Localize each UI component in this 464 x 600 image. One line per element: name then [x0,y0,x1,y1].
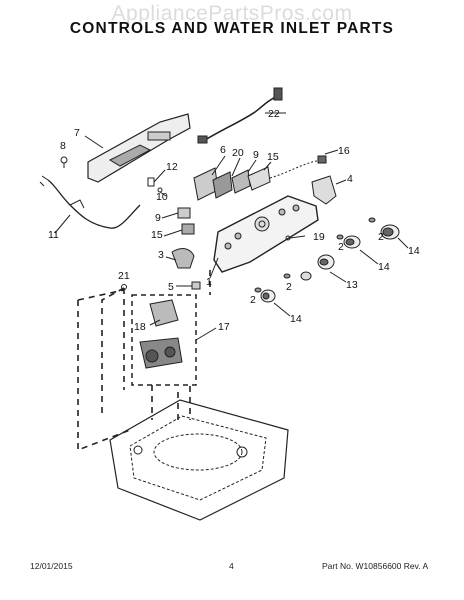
callout-2a: 2 [378,231,384,243]
callout-5: 5 [168,281,174,293]
callout-10: 10 [156,191,168,203]
part-cover-3 [165,248,195,269]
callout-15a: 15 [267,151,279,163]
callout-19: 19 [313,231,325,243]
page-title: CONTROLS AND WATER INLET PARTS [69,20,395,37]
part-console-back-panel [84,113,191,183]
callout-9b: 9 [155,212,161,224]
callout-4: 4 [347,173,353,185]
callout-14b: 14 [378,261,390,273]
callout-15b: 15 [151,229,163,241]
part-clip-10 [157,187,167,197]
part-screw-19 [285,235,306,241]
part-wire-harness [197,87,286,144]
watermark: AppliancePartsPros.com [111,2,353,25]
part-bracket-4 [311,175,347,205]
part-screw-12 [147,169,166,187]
dashed-routing-lines [77,270,211,452]
callout-12: 12 [166,161,178,173]
part-wire-16 [269,149,339,179]
callout-20: 20 [232,147,244,159]
callout-2b: 2 [338,241,344,253]
part-screws-21-5 [121,281,201,290]
part-screw-8 [60,156,68,168]
callout-labels: 22 7 8 6 20 9 15 16 12 4 10 11 9 15 19 2… [48,108,420,333]
callout-14a: 14 [408,245,420,257]
callout-22: 22 [268,108,280,120]
part-knobs [254,217,409,317]
callout-2d: 2 [250,294,256,306]
callout-21: 21 [118,270,130,282]
part-power-cord [39,175,141,234]
part-control-boards [193,155,272,201]
callout-16: 16 [338,145,350,157]
callout-8: 8 [60,140,66,152]
footer-part-number: Part No. W10856600 Rev. A [322,561,429,571]
callout-11: 11 [48,229,59,241]
part-console-panel [209,195,319,279]
callout-17: 17 [218,321,230,333]
part-switches-left [161,207,195,237]
callout-9a: 9 [253,149,259,161]
callout-13: 13 [346,279,358,291]
callout-6: 6 [220,144,226,156]
part-water-valve-assembly [131,294,217,386]
part-top-base [109,399,289,521]
callout-1: 1 [206,276,212,288]
footer-page-number: 4 [229,561,234,571]
footer-date: 12/01/2015 [30,561,73,571]
callout-18: 18 [134,321,146,333]
callout-7: 7 [74,127,80,139]
callout-3: 3 [158,249,164,261]
callout-2c: 2 [286,281,292,293]
callout-14c: 14 [290,313,302,325]
